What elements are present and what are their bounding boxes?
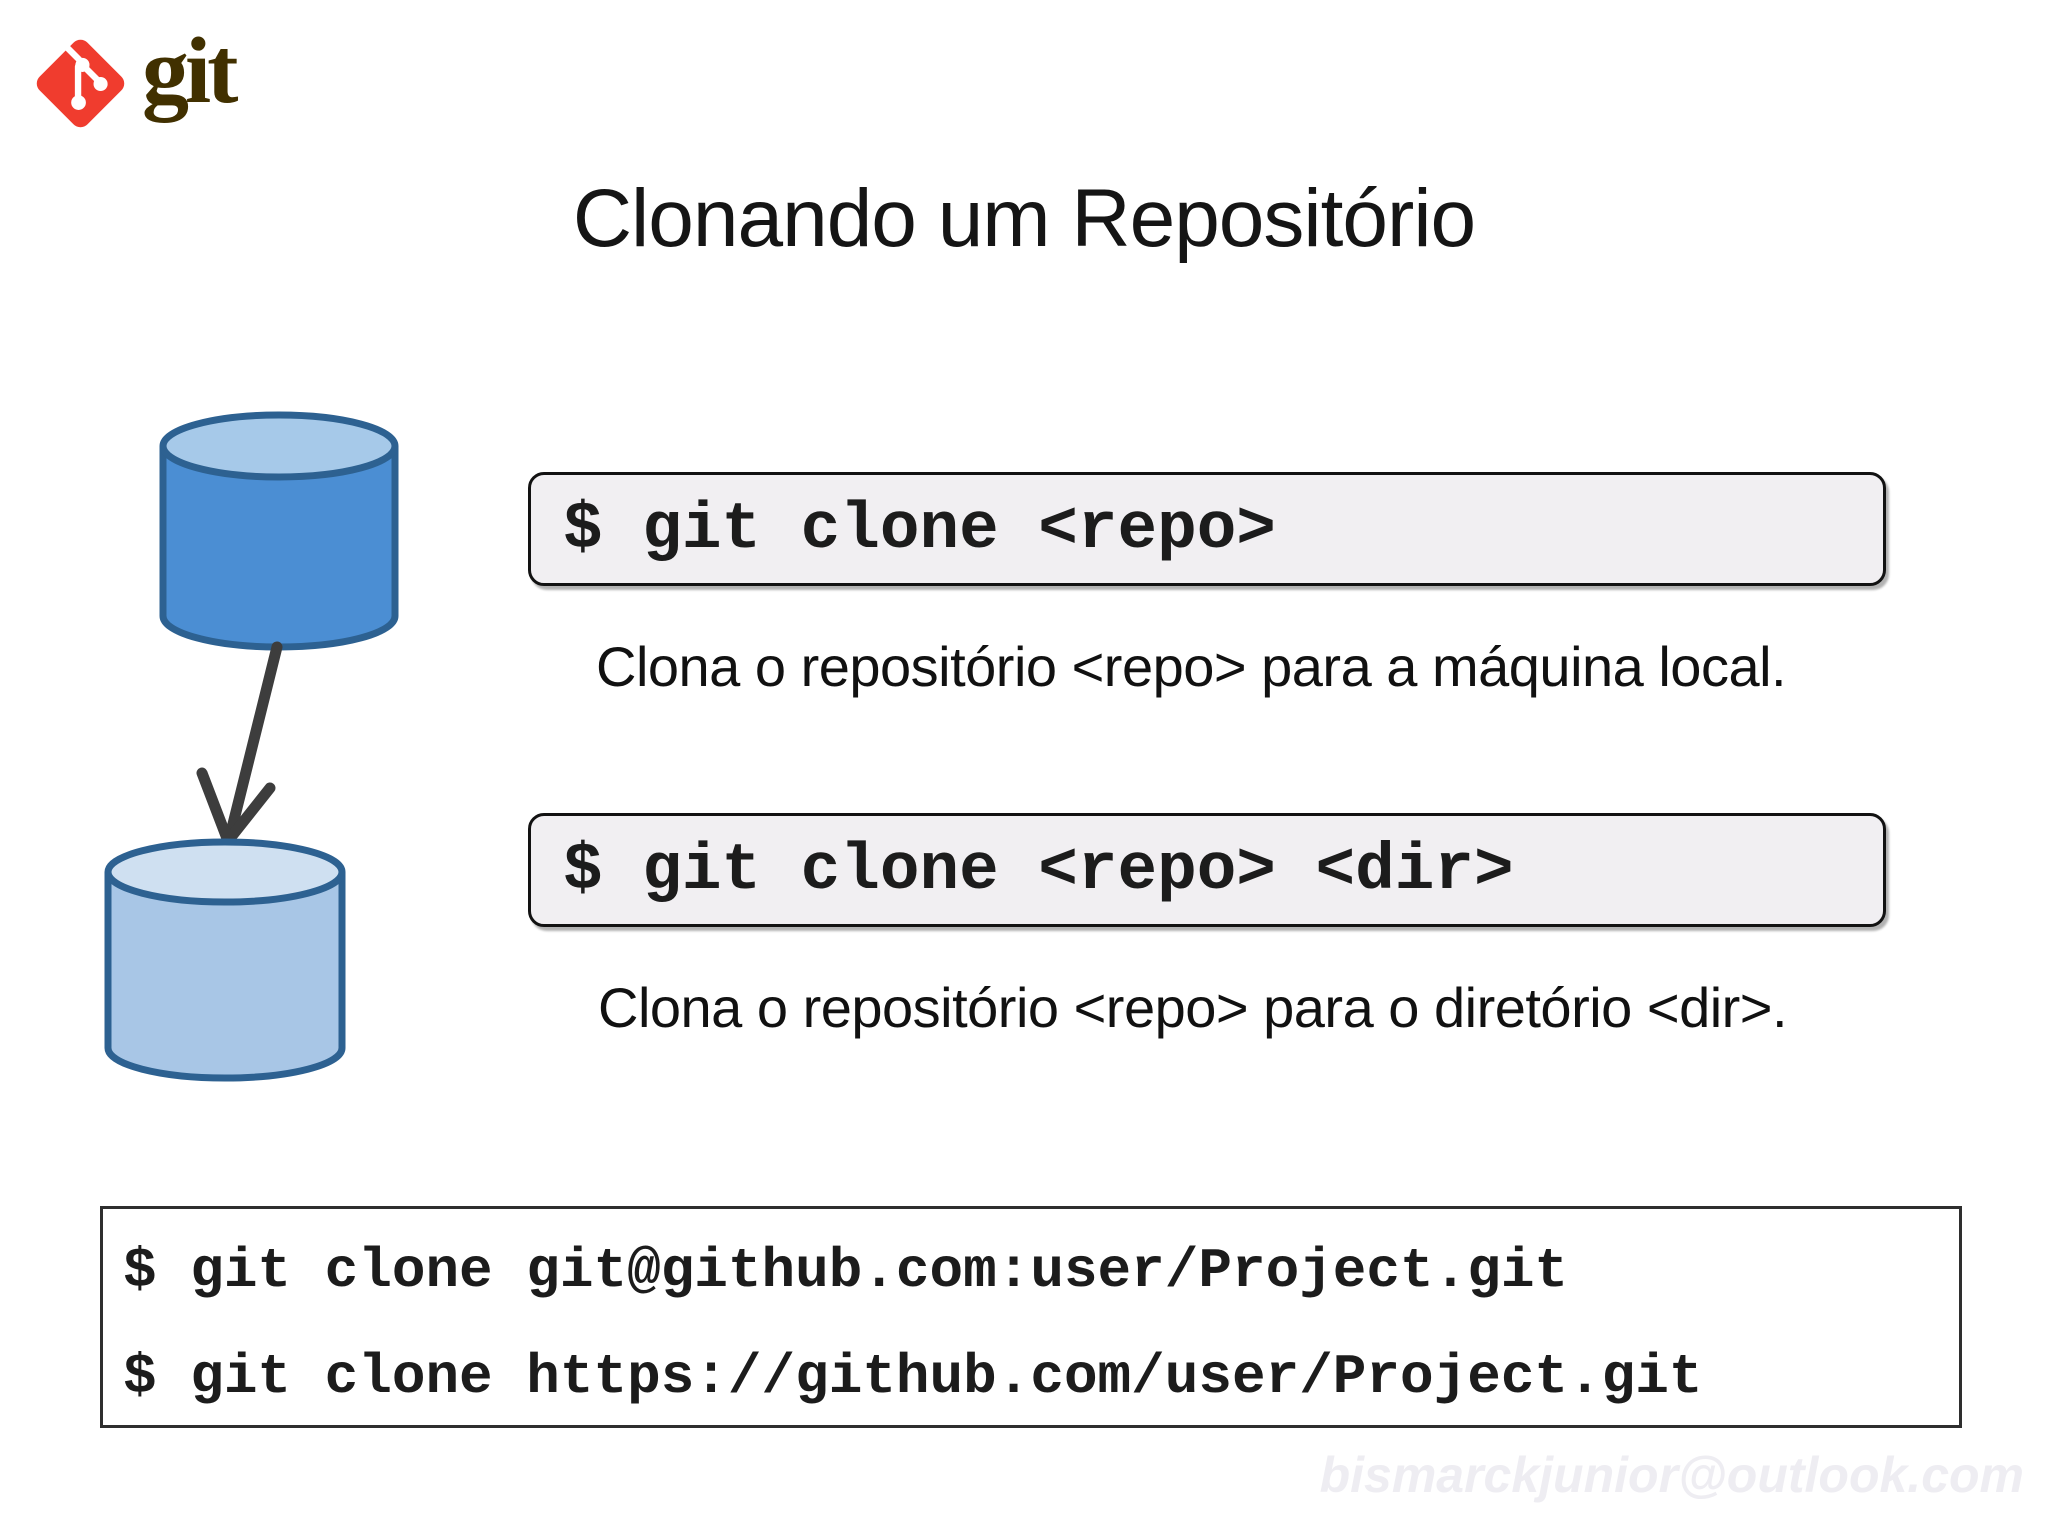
command-text: $ git clone <repo>: [563, 491, 1276, 567]
command-text: $ git clone <repo> <dir>: [563, 832, 1514, 908]
command-box-clone-repo: $ git clone <repo>: [528, 472, 1886, 586]
git-branch-nodes: [71, 57, 108, 110]
watermark-email: bismarckjunior@outlook.com: [1319, 1447, 2024, 1503]
command-box-clone-repo-dir: $ git clone <repo> <dir>: [528, 813, 1886, 927]
examples-box: $ git clone git@github.com:user/Project.…: [100, 1206, 1962, 1428]
page-title: Clonando um Repositório: [572, 173, 1476, 264]
clone-diagram: [104, 411, 399, 1082]
git-wordmark: git: [142, 19, 238, 123]
local-repo-database-icon: [104, 838, 346, 1082]
git-logo-icon: [36, 39, 125, 128]
command-description: Clona o repositório <repo> para o diretó…: [598, 976, 1788, 1039]
example-command-https: $ git clone https://github.com/user/Proj…: [123, 1345, 1703, 1409]
command-description: Clona o repositório <repo> para a máquin…: [596, 635, 1787, 698]
git-branch-glyph: [63, 43, 101, 104]
example-command-ssh: $ git clone git@github.com:user/Project.…: [123, 1239, 1569, 1303]
remote-repo-database-icon: [159, 411, 399, 651]
arrow-down-icon: [196, 641, 283, 847]
